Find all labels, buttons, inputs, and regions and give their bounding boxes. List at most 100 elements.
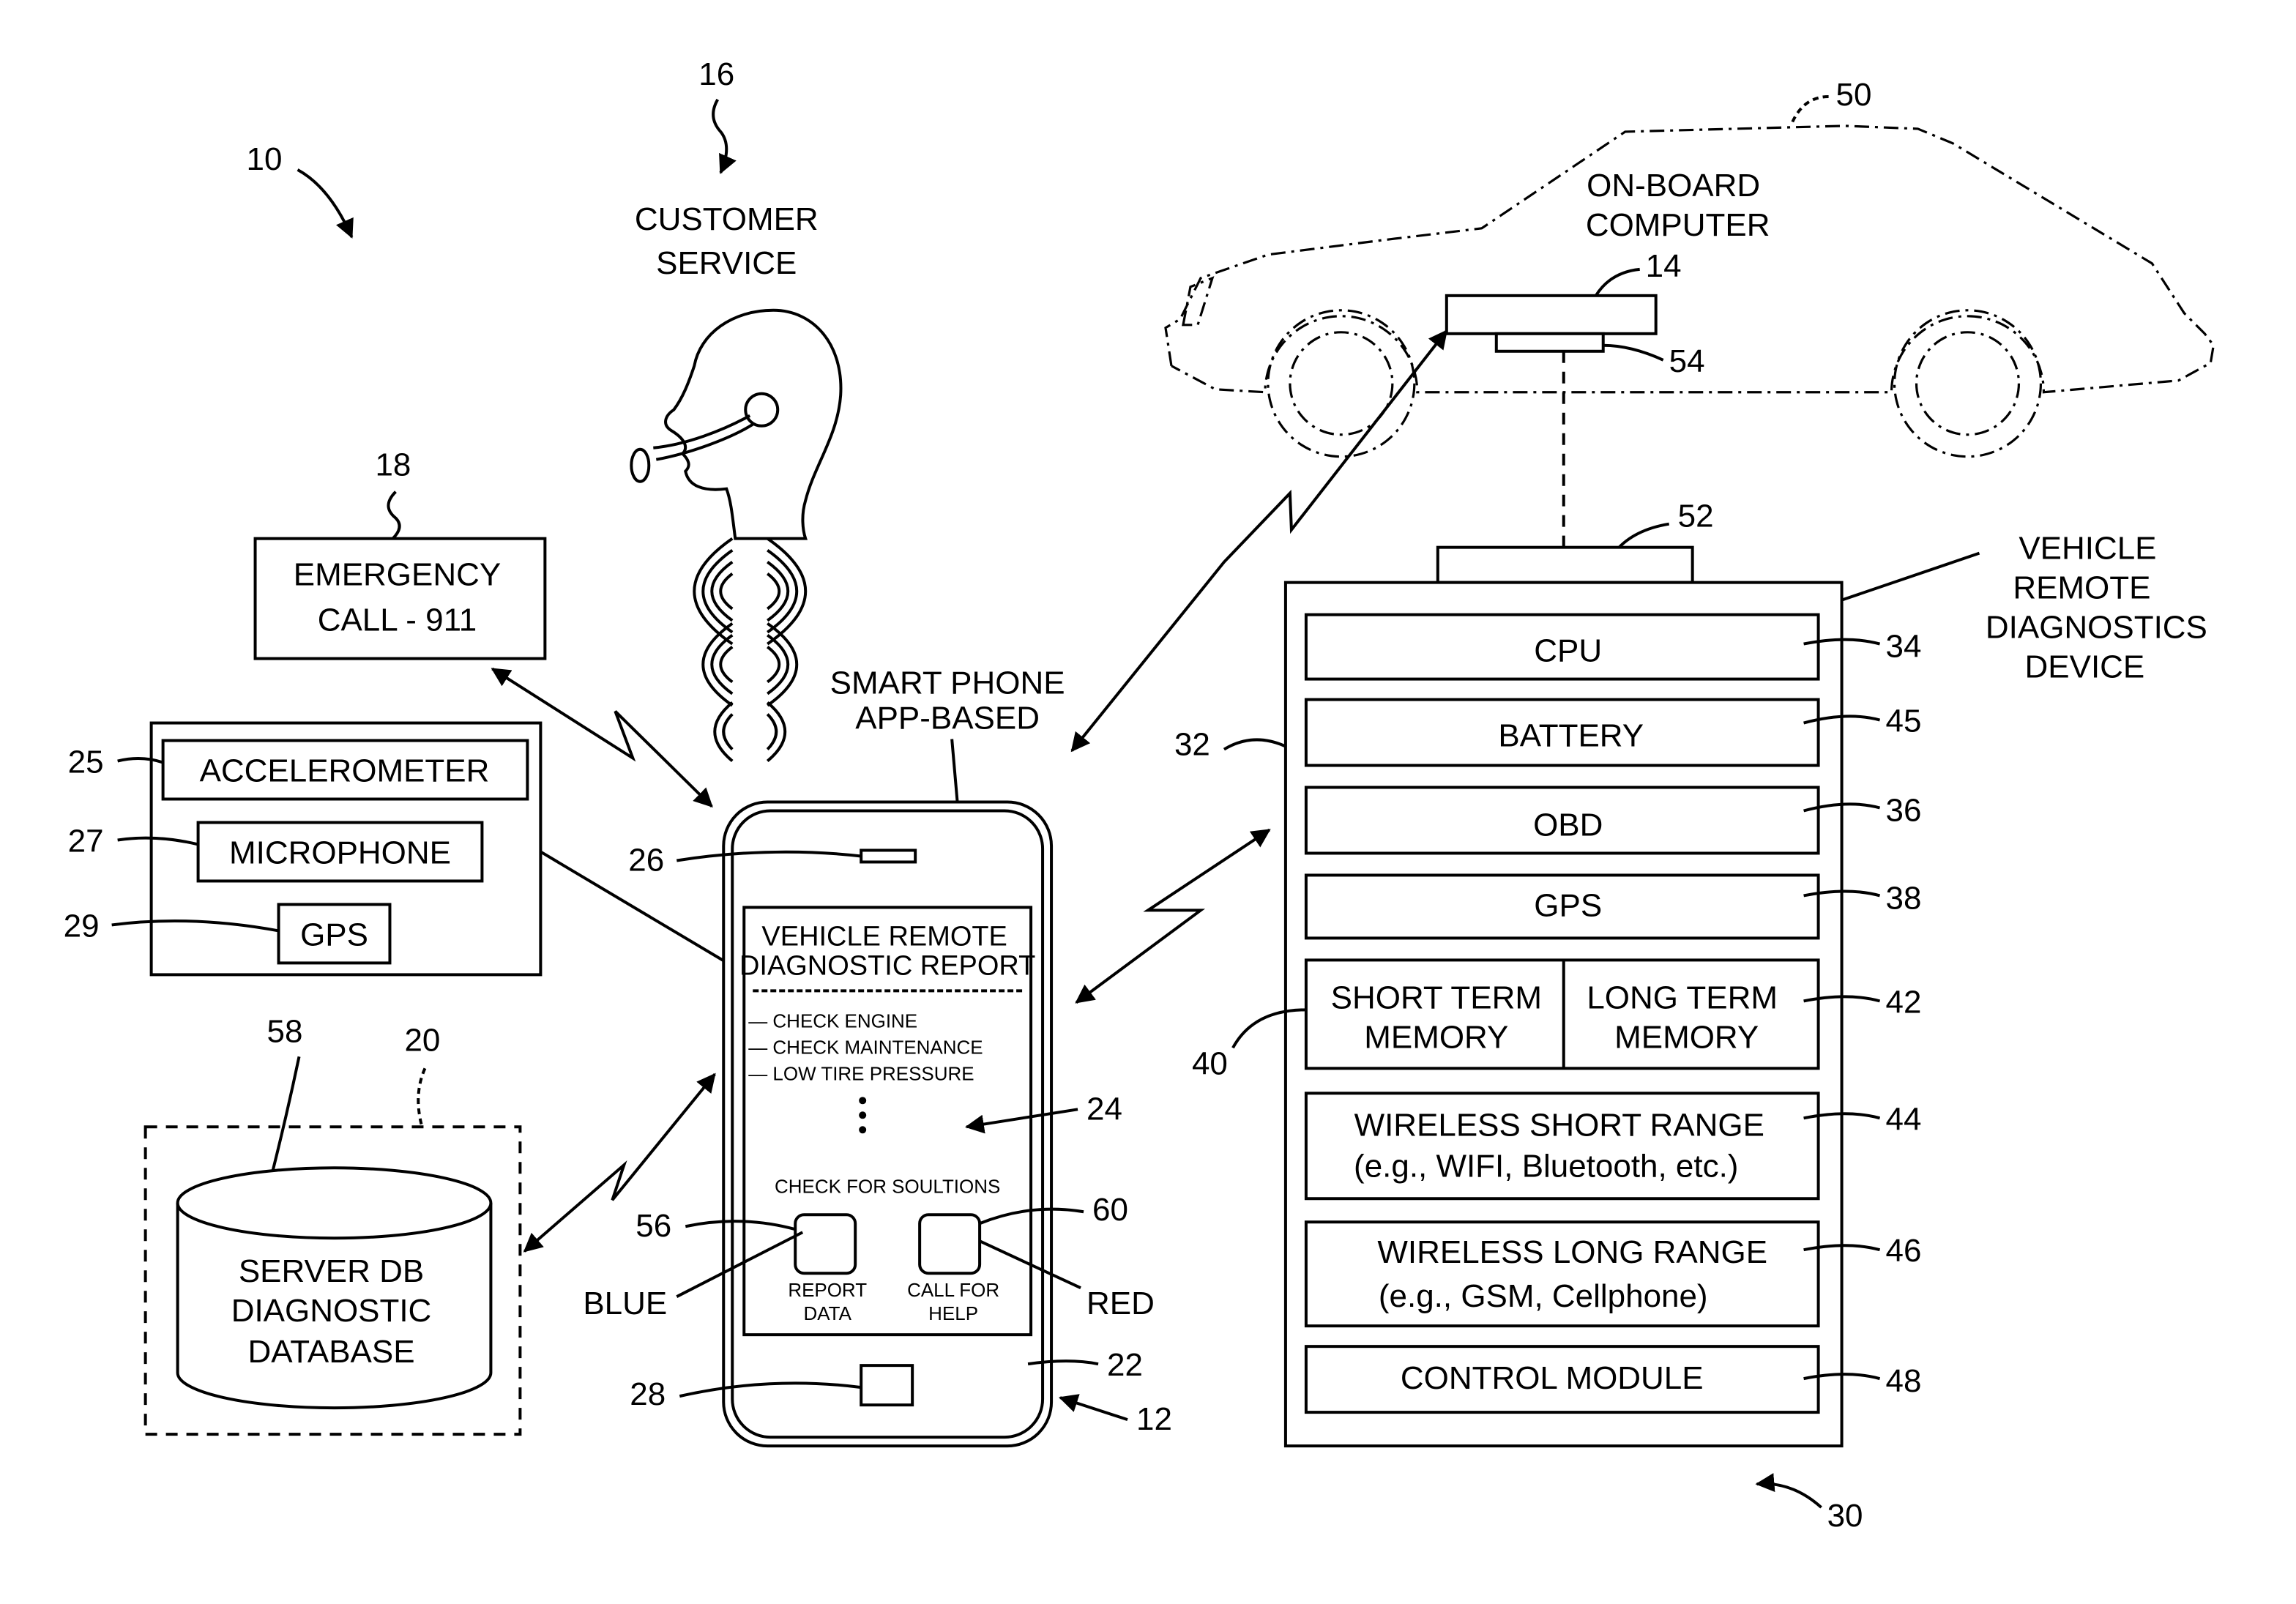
leader-line (1603, 346, 1663, 360)
front-wheel-inner (1290, 332, 1393, 435)
call-for-help-button[interactable] (920, 1215, 980, 1273)
control-module-label: CONTROL MODULE (1401, 1360, 1704, 1396)
ref-number: 27 (68, 823, 104, 859)
wireless-short-range-label: WIRELESS SHORT RANGE (1354, 1107, 1764, 1143)
device-label-4: DEVICE (2025, 649, 2145, 685)
headset-mic-icon (631, 450, 649, 482)
ref-number: 20 (404, 1022, 440, 1058)
ref-number: 44 (1886, 1101, 1922, 1137)
ref-number: 52 (1678, 499, 1714, 534)
ref-number: 54 (1669, 343, 1705, 379)
home-button[interactable] (861, 1365, 912, 1405)
obd-port (1496, 334, 1603, 351)
server-label-2: DIAGNOSTIC (231, 1293, 432, 1329)
ref-number: 18 (375, 447, 411, 483)
ref-number: 58 (267, 1013, 303, 1049)
ref-number: 12 (1136, 1401, 1172, 1437)
app-label-1: SMART PHONE (830, 665, 1065, 701)
ref-number: 25 (68, 745, 104, 780)
customer-service-label-2: SERVICE (656, 245, 797, 281)
ref-number: 40 (1192, 1045, 1228, 1081)
ref-number: 34 (1886, 629, 1922, 665)
ref-number: 32 (1174, 727, 1210, 763)
call-for-help-label-2: HELP (928, 1302, 978, 1324)
headset-earpiece-icon (745, 394, 778, 426)
vehicle: 50 ON-BOARD COMPUTER 14 54 (1166, 77, 2213, 548)
report-data-button[interactable] (795, 1215, 855, 1273)
phone-device-link (1076, 829, 1270, 1002)
onboard-label-1: ON-BOARD (1587, 168, 1760, 204)
short-term-memory-label-1: SHORT TERM (1331, 980, 1542, 1015)
ref-number: 60 (1092, 1192, 1128, 1228)
obd-label: OBD (1533, 807, 1603, 843)
emergency-call-label-2: CALL - 911 (318, 603, 477, 638)
ref-number: 42 (1886, 984, 1922, 1020)
gps-module-label: GPS (1534, 887, 1602, 923)
ellipsis-dot (859, 1126, 866, 1133)
sound-waves-icon (694, 539, 805, 761)
system-ref: 10 (247, 141, 352, 237)
device-label-3: DIAGNOSTICS (1986, 610, 2207, 646)
ref-number: 45 (1886, 704, 1922, 739)
leader-line (1596, 269, 1640, 296)
ref-number: 36 (1886, 792, 1922, 828)
leader-line (1792, 97, 1829, 123)
wireless-long-range-examples: (e.g., GSM, Cellphone) (1379, 1278, 1708, 1314)
blue-label: BLUE (583, 1286, 667, 1321)
report-item-low-tire: — LOW TIRE PRESSURE (748, 1062, 974, 1084)
ref-number: 48 (1886, 1363, 1922, 1399)
device-label-2: REMOTE (2013, 570, 2150, 606)
ref-number: 56 (636, 1208, 671, 1244)
earpiece-slot (861, 850, 915, 862)
ref-number: 46 (1886, 1233, 1922, 1269)
leader-line (1224, 739, 1286, 749)
ref-number: 28 (630, 1376, 666, 1412)
leader-arrow (298, 170, 352, 237)
long-term-memory-label-2: MEMORY (1614, 1019, 1759, 1055)
ref-number: 16 (698, 56, 734, 92)
app-label-2: APP-BASED (855, 701, 1040, 736)
ref-number: 22 (1107, 1347, 1143, 1383)
device-connector (1438, 548, 1693, 583)
call-for-help-label-1: CALL FOR (907, 1279, 999, 1301)
report-item-check-maintenance: — CHECK MAINTENANCE (748, 1036, 983, 1058)
ref-number: 10 (247, 141, 283, 177)
accelerometer-label: ACCELEROMETER (200, 753, 490, 789)
server-label-1: SERVER DB (239, 1253, 424, 1289)
gps-label: GPS (300, 917, 368, 952)
ref-number: 24 (1086, 1091, 1122, 1127)
long-term-memory-label-1: LONG TERM (1587, 980, 1778, 1015)
report-data-label-2: DATA (803, 1302, 851, 1324)
battery-label: BATTERY (1498, 718, 1644, 754)
leader-line (418, 1068, 425, 1127)
diagnostics-device: 52 VEHICLE REMOTE DIAGNOSTICS DEVICE 32 … (1174, 499, 2207, 1534)
report-data-label-1: REPORT (788, 1279, 867, 1301)
report-item-check-engine: — CHECK ENGINE (748, 1010, 917, 1032)
onboard-label-2: COMPUTER (1586, 207, 1770, 243)
leader-line (273, 1056, 299, 1171)
server-label-3: DATABASE (247, 1334, 414, 1370)
device-label-1: VEHICLE (2019, 531, 2156, 567)
server-database: 20 58 SERVER DB DIAGNOSTIC DATABASE (146, 1013, 521, 1434)
customer-service-label-1: CUSTOMER (635, 201, 819, 237)
ref-number: 38 (1886, 880, 1922, 916)
check-solutions-label: CHECK FOR SOULTIONS (775, 1175, 1000, 1197)
smartphone: SMART PHONE APP-BASED VEHICLE REMOTE DIA… (583, 665, 1172, 1447)
ref-number: 26 (628, 842, 664, 878)
red-label: RED (1086, 1286, 1155, 1321)
ellipsis-dot (859, 1097, 866, 1104)
short-term-memory-label-2: MEMORY (1364, 1019, 1508, 1055)
ref-number: 30 (1827, 1498, 1863, 1534)
leader-arrow (1060, 1398, 1128, 1420)
emergency-call-label-1: EMERGENCY (294, 557, 501, 593)
rear-wheel-inner (1917, 332, 2019, 435)
emergency-call: 18 EMERGENCY CALL - 911 (256, 447, 545, 659)
ellipsis-dot (859, 1111, 866, 1119)
leader-arrow (1757, 1484, 1822, 1507)
cylinder-top (178, 1168, 491, 1238)
ref-number: 29 (64, 908, 100, 944)
ref-number: 50 (1836, 77, 1872, 113)
leader-line (1842, 553, 1980, 600)
leader-line (388, 492, 399, 539)
customer-service: 16 CUSTOMER SERVICE (631, 56, 840, 761)
